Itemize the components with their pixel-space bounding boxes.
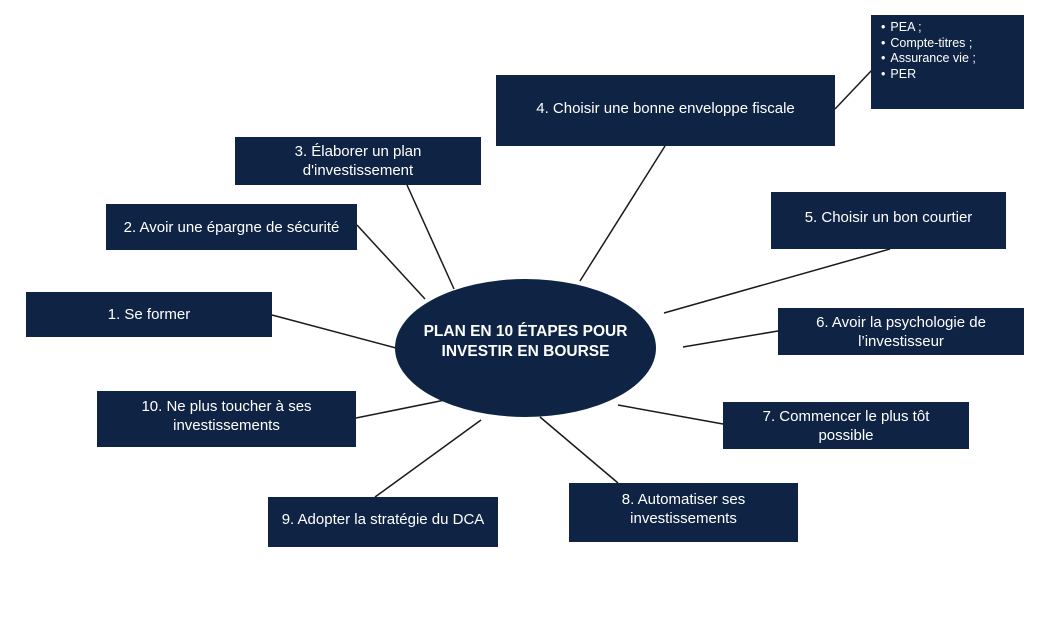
step-7-label: 7. Commencer le plus tôt possible <box>762 408 930 444</box>
step-3-label: 3. Élaborer un plan d'investissement <box>294 143 422 179</box>
connector-envelopes <box>834 69 873 110</box>
envelope-item: Assurance vie ; <box>881 51 1024 67</box>
step-6-label: 6. Avoir la psychologie de l’investisseu… <box>816 314 986 350</box>
central-topic-title: PLAN EN 10 ÉTAPES POUR INVESTIR EN BOURS… <box>423 323 628 360</box>
connector-step-7 <box>617 404 724 425</box>
step-1-label: 1. Se former <box>107 306 191 323</box>
step-5-node: 5. Choisir un bon courtier <box>771 192 1006 249</box>
step-8-label: 8. Automatiser ses investissements <box>621 491 746 527</box>
step-6-node: 6. Avoir la psychologie de l’investisseu… <box>778 308 1024 355</box>
step-5-label: 5. Choisir un bon courtier <box>804 209 973 226</box>
connector-step-5 <box>663 248 891 314</box>
step-4-node: 4. Choisir une bonne enveloppe fiscale <box>496 75 835 146</box>
step-3-node: 3. Élaborer un plan d'investissement <box>235 137 481 185</box>
envelope-list: PEA ; Compte-titres ; Assurance vie ; PE… <box>881 20 1024 82</box>
step-2-node: 2. Avoir une épargne de sécurité <box>106 204 357 250</box>
step-1-node: 1. Se former <box>26 292 272 337</box>
envelope-item: PEA ; <box>881 20 1024 36</box>
envelope-item: PER <box>881 67 1024 83</box>
central-topic: PLAN EN 10 ÉTAPES POUR INVESTIR EN BOURS… <box>395 279 656 417</box>
step-7-node: 7. Commencer le plus tôt possible <box>723 402 969 449</box>
step-9-label: 9. Adopter la stratégie du DCA <box>281 511 485 528</box>
connector-step-9 <box>374 419 482 498</box>
connector-step-4 <box>579 145 666 282</box>
connector-step-10 <box>355 397 456 419</box>
connector-step-1 <box>271 314 397 349</box>
connector-step-6 <box>682 330 779 348</box>
step-4-label: 4. Choisir une bonne enveloppe fiscale <box>536 100 795 117</box>
step-9-node: 9. Adopter la stratégie du DCA <box>268 497 498 547</box>
step-8-node: 8. Automatiser ses investissements <box>569 483 798 542</box>
connector-step-2 <box>356 224 426 300</box>
connector-step-8 <box>539 416 619 484</box>
connector-step-3 <box>406 184 455 290</box>
envelope-list-node: PEA ; Compte-titres ; Assurance vie ; PE… <box>871 15 1024 109</box>
step-10-node: 10. Ne plus toucher à ses investissement… <box>97 391 356 447</box>
step-2-label: 2. Avoir une épargne de sécurité <box>123 219 340 236</box>
step-10-label: 10. Ne plus toucher à ses investissement… <box>141 398 312 434</box>
envelope-item: Compte-titres ; <box>881 36 1024 52</box>
